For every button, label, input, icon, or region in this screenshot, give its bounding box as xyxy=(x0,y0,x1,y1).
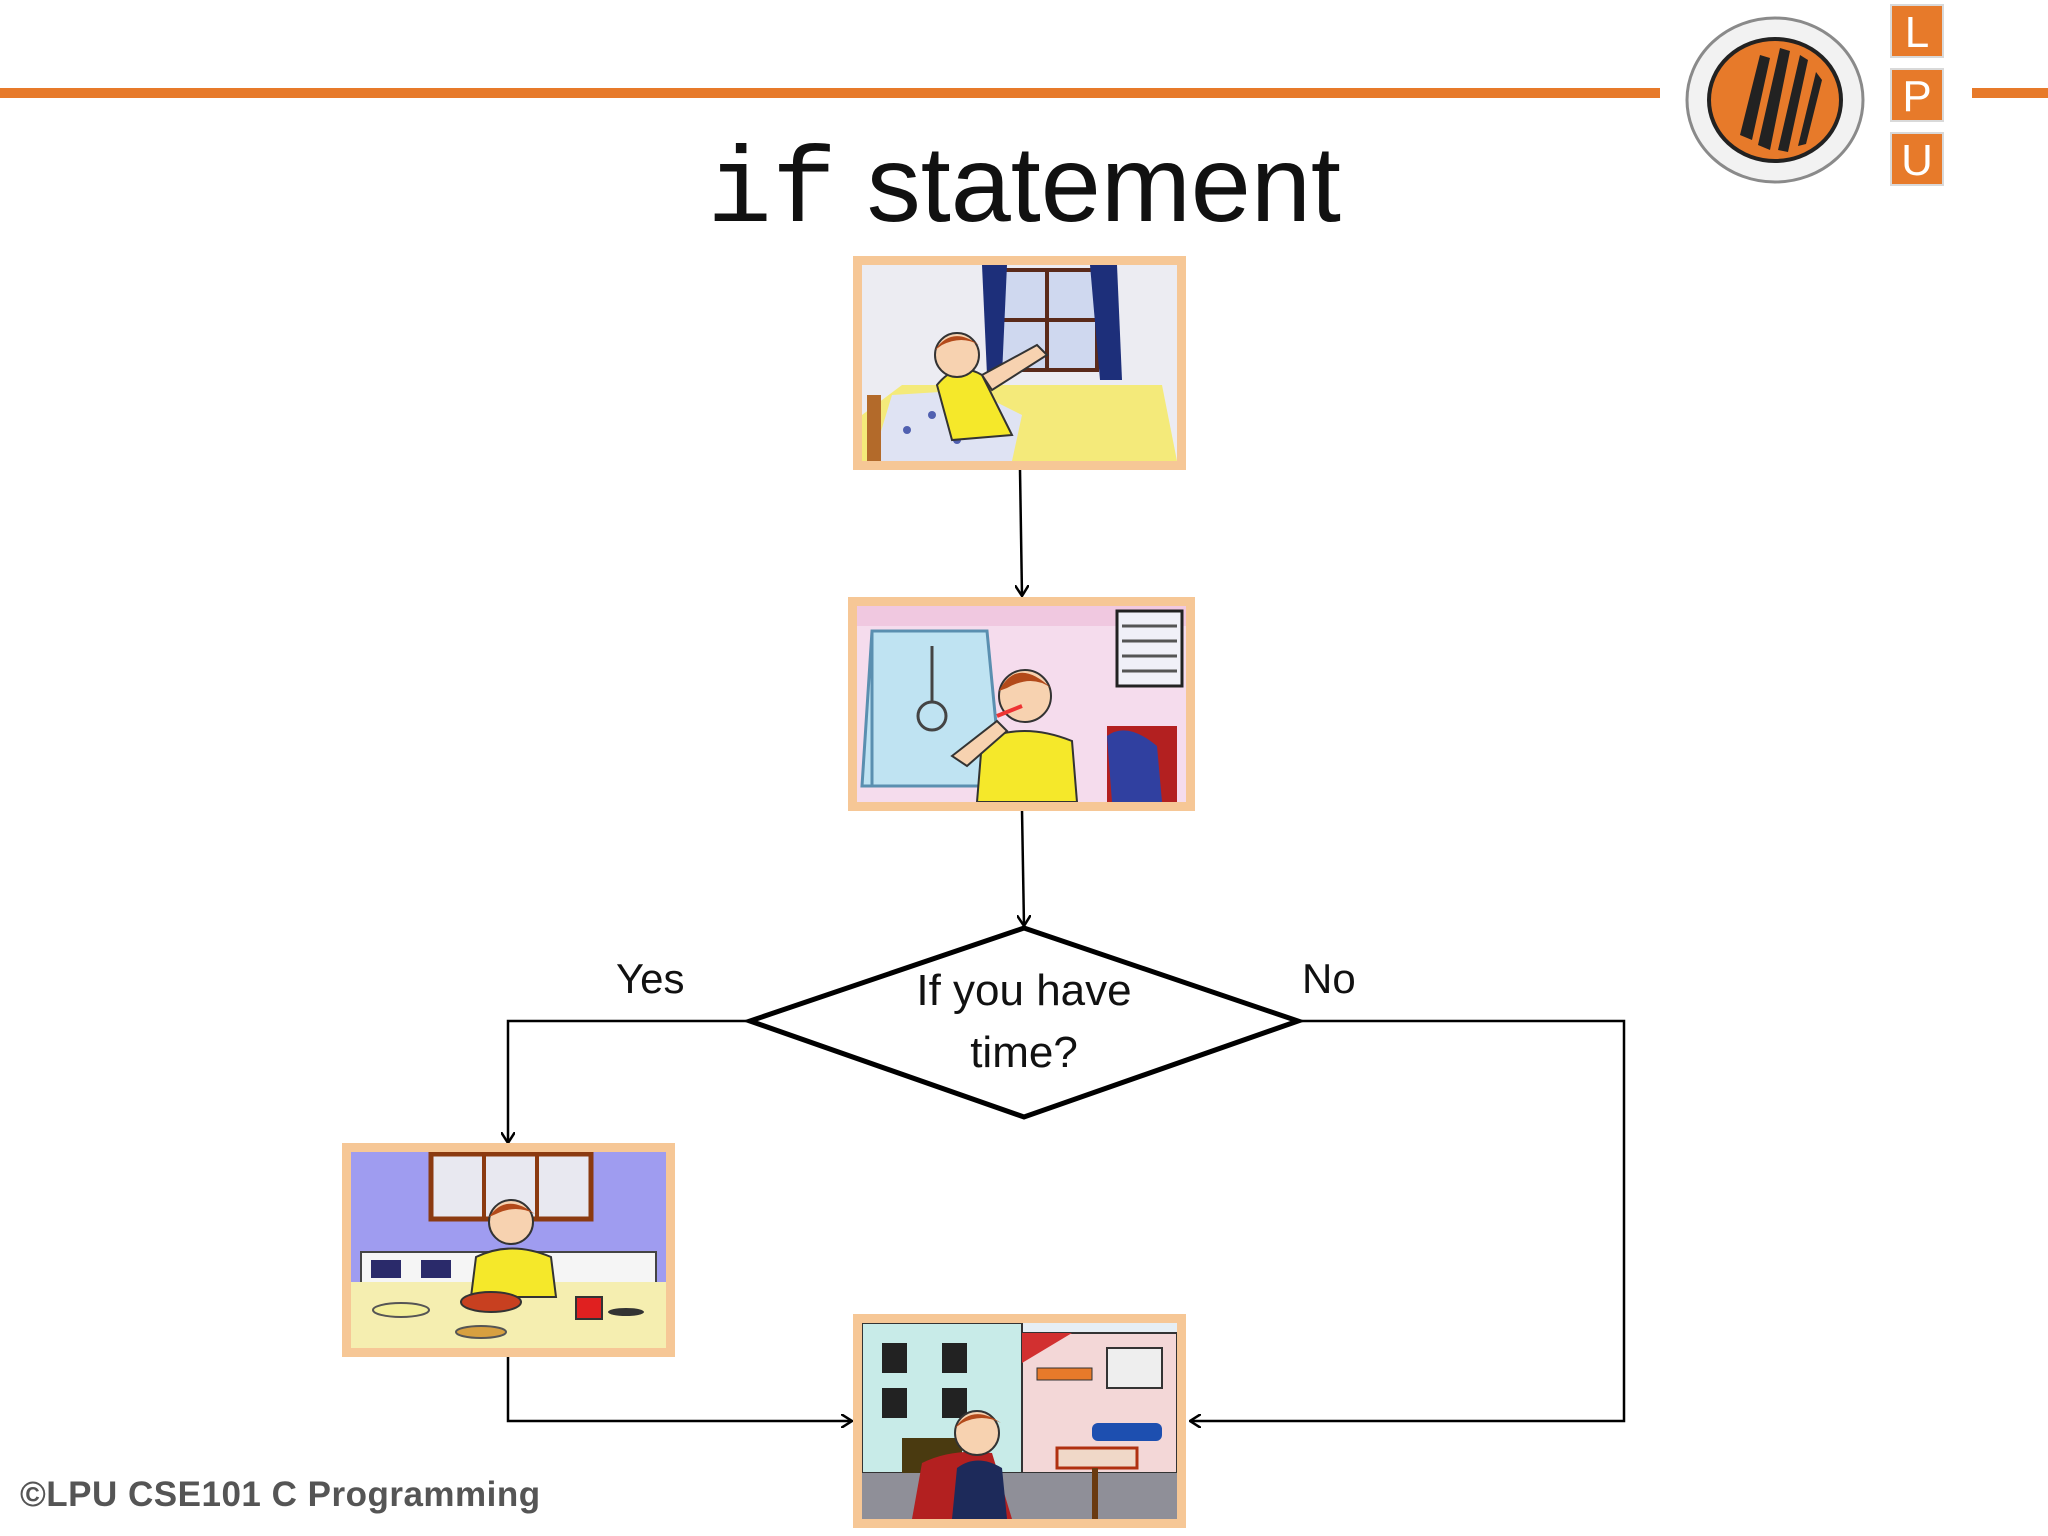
boy-walking-to-school-image xyxy=(862,1323,1177,1519)
arrow-breakfast-to-school xyxy=(506,1357,852,1421)
header-rule-right xyxy=(1972,88,2048,98)
arrow-yes-to-breakfast xyxy=(508,1019,750,1143)
decision-line-2: time? xyxy=(970,1028,1078,1077)
yes-label: Yes xyxy=(616,955,685,1002)
header-rule-left xyxy=(0,88,1660,98)
step-brush-teeth-image xyxy=(848,597,1195,811)
boy-brushing-teeth-image xyxy=(857,606,1186,802)
lpu-seal-icon xyxy=(1685,16,1865,184)
step-go-to-school-image xyxy=(853,1314,1186,1528)
lpu-logo: L P U xyxy=(1680,0,1950,186)
logo-letter-p: P xyxy=(1890,68,1944,122)
logo-letter-l: L xyxy=(1890,4,1944,58)
arrow-no-to-school xyxy=(1190,1019,1626,1421)
decision-line-1: If you have xyxy=(916,966,1132,1015)
boy-eating-breakfast-image xyxy=(351,1152,666,1348)
no-label: No xyxy=(1302,955,1356,1002)
decision-text: If you have time? xyxy=(874,960,1174,1084)
slide-title: if statement xyxy=(0,130,2048,248)
decision-diamond xyxy=(742,925,1306,1120)
step-wake-up-image xyxy=(853,256,1186,470)
step-eat-breakfast-image xyxy=(342,1143,675,1357)
boy-waking-up-in-bed-image xyxy=(862,265,1177,461)
slide-footer: ©LPU CSE101 C Programming xyxy=(20,1475,541,1514)
arrow-wake-to-brush xyxy=(1020,469,1022,596)
title-keyword: if xyxy=(707,132,837,254)
arrow-brush-to-decision xyxy=(1022,809,1024,926)
title-text: statement xyxy=(836,123,1341,244)
logo-letter-u: U xyxy=(1890,132,1944,186)
